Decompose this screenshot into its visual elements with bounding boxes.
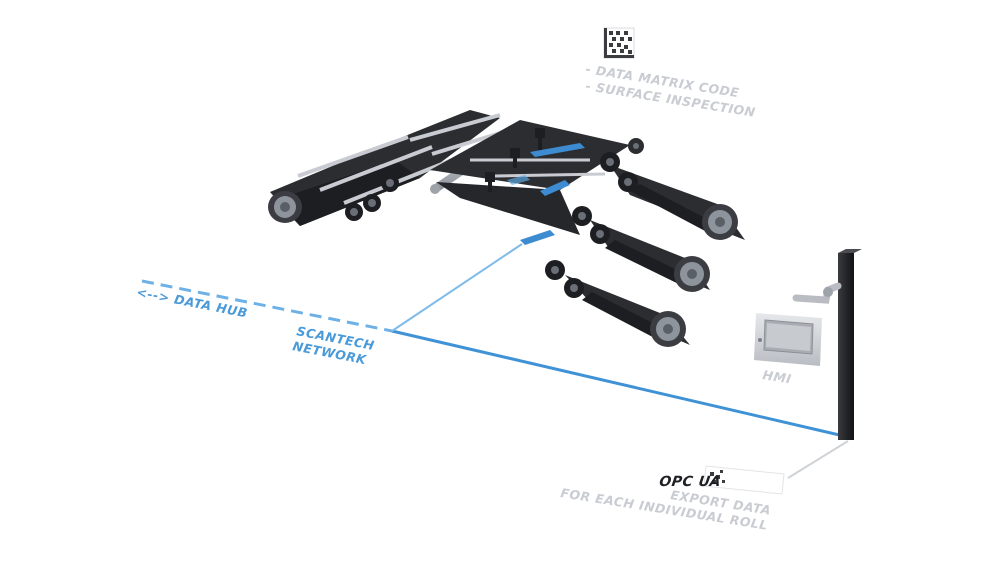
sensor-plate-1 [530, 143, 585, 157]
camera-3 [485, 172, 495, 192]
data-hub-dashed-line [141, 279, 393, 333]
sensor-plate-3 [520, 230, 555, 245]
opc-ua-logo: OPC UA [658, 465, 785, 495]
opc-link-line [787, 440, 849, 479]
camera-1 [535, 128, 545, 150]
opc-ua-logo-text: OPC UA [658, 474, 722, 490]
data-matrix-code-icon [603, 27, 635, 59]
hmi-panel-icon [754, 313, 822, 366]
output-belts [545, 138, 745, 347]
middle-belts [430, 120, 630, 245]
camera-2 [510, 148, 520, 168]
network-labels: SCANTECH NETWORK [291, 323, 375, 367]
sensor-plate-2 [540, 180, 570, 196]
network-lines [141, 243, 849, 479]
network-main-line [391, 329, 849, 439]
export-labels: EXPORT DATA FOR EACH INDIVIDUAL ROLL [560, 485, 773, 533]
network-branch-line [391, 243, 523, 332]
label-hmi: HMI [762, 367, 793, 386]
upper-conveyor [268, 110, 527, 226]
label-data-hub: <--> DATA HUB [135, 284, 249, 320]
inspection-labels: - DATA MATRIX CODE - SURFACE INSPECTION [585, 61, 757, 120]
hmi-post [792, 249, 862, 440]
